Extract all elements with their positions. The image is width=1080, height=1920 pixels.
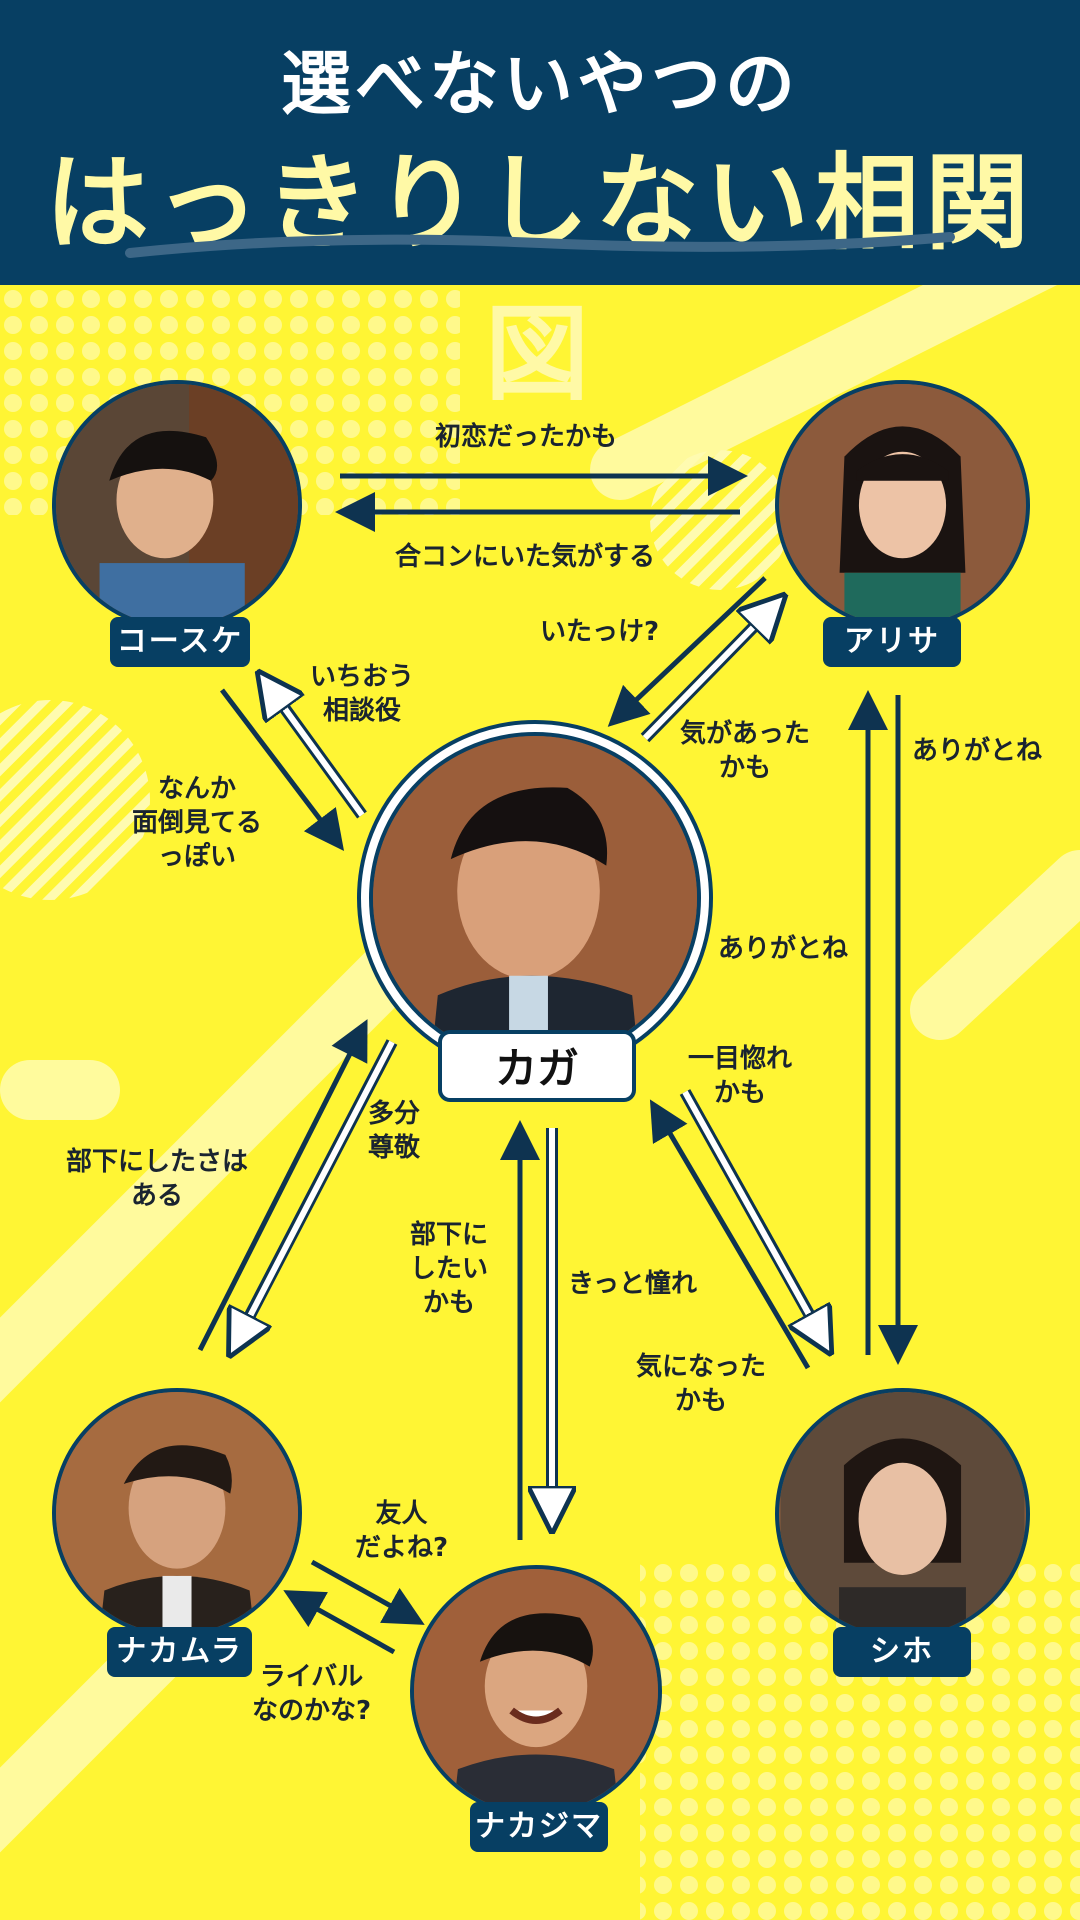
arrow-kaga-to-nakamura xyxy=(234,1040,395,1347)
label-nakajima-to-kaga: 部下に したい かも xyxy=(410,1220,489,1318)
nakajima-name-tag: ナカジマ xyxy=(470,1802,608,1852)
label-kaga-to-kosuke: いちおう 相談役 xyxy=(310,662,415,726)
kaga-name-tag: カガ xyxy=(438,1030,636,1102)
title-line1: 選べないやつの xyxy=(281,43,799,125)
arrow-kosuke-to-kaga xyxy=(220,688,345,851)
arisa-portrait xyxy=(775,380,1030,630)
label-kosuke-to-kaga: なんか 面倒見てる っぽい xyxy=(132,774,263,872)
label-shiho-to-kaga: 気になった かも xyxy=(636,1352,767,1416)
label-arisa-to-kosuke: 合コンにいた気がする xyxy=(395,542,656,572)
kosuke-name-tag: コースケ xyxy=(110,617,250,667)
arrow-kaga-to-kosuke xyxy=(264,680,365,817)
label-kosuke-to-arisa: 初恋だったかも xyxy=(435,422,618,452)
title-underline-stroke xyxy=(125,232,955,258)
arisa-name-tag: アリサ xyxy=(823,617,961,667)
arrow-nakamura-to-kaga xyxy=(197,1019,368,1352)
nakamura-portrait xyxy=(52,1388,302,1638)
label-kaga-to-nakamura: 多分 尊敬 xyxy=(368,1099,421,1163)
nakajima-portrait xyxy=(410,1565,662,1817)
kosuke-portrait xyxy=(52,380,302,630)
arrow-shiho-to-kaga xyxy=(649,1099,811,1370)
kaga-portrait xyxy=(369,732,701,1064)
shiho-name-tag: シホ xyxy=(833,1627,971,1677)
nakamura-name-tag: ナカムラ xyxy=(107,1627,252,1677)
title-banner: 選べないやつの はっきりしない相関図 xyxy=(0,0,1080,415)
label-kaga-to-nakajima: きっと憧れ xyxy=(568,1269,697,1299)
label-arisa-to-kaga: いたっけ? xyxy=(540,617,660,647)
arrow-nakamura-to-nakajima xyxy=(310,1559,425,1625)
label-kaga-to-arisa: 気があった かも xyxy=(680,719,811,783)
label-nakamura-to-kaga: 部下にしたさは ある xyxy=(66,1147,249,1211)
label-arisa-to-shiho: ありがとね xyxy=(912,736,1043,766)
label-nakajima-to-nakamura: ライバル なのかな? xyxy=(252,1662,372,1726)
shiho-portrait xyxy=(775,1388,1030,1640)
label-kaga-to-shiho: 一目惚れ かも xyxy=(688,1044,793,1108)
label-shiho-to-arisa: ありがとね xyxy=(718,934,849,964)
label-nakamura-to-nakajima: 友人 だよね? xyxy=(355,1499,449,1563)
arrow-nakajima-to-nakamura xyxy=(283,1590,396,1655)
arrow-kaga-to-shiho xyxy=(682,1090,826,1345)
arrow-kaga-to-arisa xyxy=(642,602,778,741)
